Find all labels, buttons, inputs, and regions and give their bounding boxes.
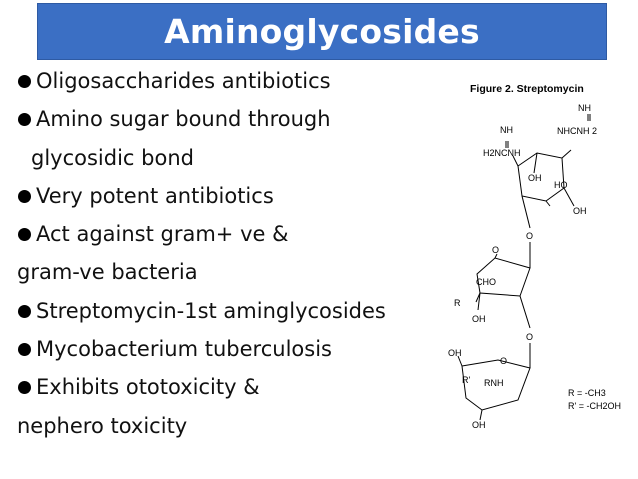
legend-r: R = -CH3 xyxy=(568,388,606,398)
label-ho: HO xyxy=(554,180,568,190)
bullet-item: Oligosaccharides antibiotics xyxy=(17,62,442,100)
streptidine-ring xyxy=(505,114,591,229)
title-bar: Aminoglycosides xyxy=(37,3,607,60)
bullet-item: Exhibits ototoxicity & xyxy=(17,368,442,406)
bullet-text: Mycobacterium tuberculosis xyxy=(36,337,332,362)
label-oh-bottom-left: OH xyxy=(448,348,462,358)
bullet-dot-icon xyxy=(18,304,31,318)
structure-diagram: Figure 2. Streptomycin NH H2NCNH NH NHCN… xyxy=(448,83,621,430)
bullet-item: Amino sugar bound through xyxy=(17,100,442,138)
label-oh-ring1: OH xyxy=(528,173,542,183)
label-cho: CHO xyxy=(476,277,496,287)
bullet-item: Streptomycin-1st aminglycosides xyxy=(17,292,442,330)
label-h2ncnh: H2NCNH xyxy=(483,148,521,158)
label-oh-top-right: OH xyxy=(573,206,587,216)
bullet-text: Amino sugar bound through xyxy=(36,107,331,132)
bullet-dot-icon xyxy=(18,75,31,88)
streptose-ring xyxy=(475,242,531,329)
bullet-list: Oligosaccharides antibiotics Amino sugar… xyxy=(17,62,442,445)
label-o-link1: O xyxy=(526,231,533,241)
label-o-link2: O xyxy=(526,332,533,342)
bullet-dot-icon xyxy=(18,189,31,203)
glucosamine-ring xyxy=(457,343,531,421)
label-o-ring3: O xyxy=(500,356,507,366)
bullet-continuation: gram-ve bacteria xyxy=(17,260,198,285)
slide-title: Aminoglycosides xyxy=(164,12,480,51)
label-oh-bottom: OH xyxy=(472,420,486,430)
label-r: R xyxy=(454,298,461,308)
bullet-text: Act against gram+ ve & xyxy=(36,222,289,247)
bullet-text: Oligosaccharides antibiotics xyxy=(36,69,331,93)
bullet-item: Act against gram+ ve & xyxy=(17,215,442,253)
bullet-text: Very potent antibiotics xyxy=(36,183,274,208)
legend-r-prime: R' = -CH2OH xyxy=(568,401,621,411)
bullet-item: Very potent antibiotics xyxy=(17,177,442,215)
bullet-text: Streptomycin-1st aminglycosides xyxy=(36,298,386,323)
bullet-continuation: nephero toxicity xyxy=(17,413,188,438)
bullet-text: Exhibits ototoxicity & xyxy=(36,375,260,400)
label-nhcnh2: NHCNH 2 xyxy=(557,126,597,136)
streptomycin-figure: Figure 2. Streptomycin NH H2NCNH NH NHCN… xyxy=(440,78,636,438)
bullet-dot-icon xyxy=(18,113,31,127)
label-nh-left: NH xyxy=(500,125,513,135)
label-oh-mid: OH xyxy=(472,314,486,324)
label-nh-right: NH xyxy=(578,103,591,113)
figure-caption: Figure 2. Streptomycin xyxy=(470,83,584,95)
bullet-dot-icon xyxy=(18,228,31,242)
label-o-ring2: O xyxy=(492,245,499,255)
bullet-continuation: glycosidic bond xyxy=(31,145,194,170)
bullet-item: Mycobacterium tuberculosis xyxy=(17,330,442,368)
bullet-dot-icon xyxy=(18,343,31,357)
label-r-prime: R' xyxy=(462,375,470,385)
label-rnh: RNH xyxy=(484,378,504,388)
bullet-dot-icon xyxy=(18,381,31,395)
